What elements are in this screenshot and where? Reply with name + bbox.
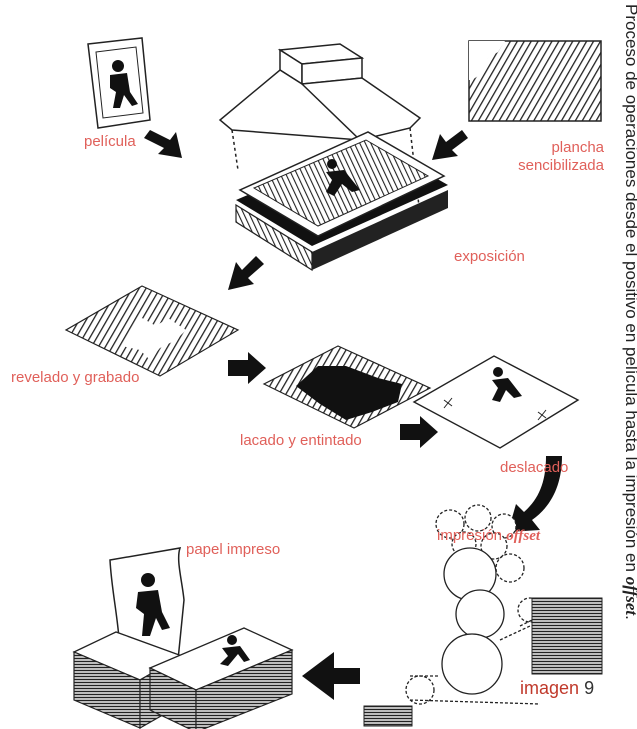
label-plancha-line1: plancha [551, 139, 604, 156]
label-impresion-text: impresión [437, 527, 507, 544]
arrow-pelicula-icon [144, 130, 182, 158]
exposure-hood-icon [218, 43, 422, 216]
label-impresion-offset: offset [506, 528, 541, 544]
paper-feed-stack-icon [531, 597, 603, 675]
label-papel: papel impreso [186, 541, 281, 558]
label-lacado: lacado y entintado [240, 432, 362, 449]
label-deslacado: deslacado [500, 459, 569, 476]
film-sheet-icon [87, 37, 151, 129]
printed-paper-icon [72, 547, 294, 729]
arrow-lacado-icon [400, 416, 438, 448]
arrow-exposicion-icon [228, 256, 264, 290]
figure-number: 9 [584, 678, 595, 698]
arrow-revelado-icon [228, 352, 266, 384]
lacquered-plate-icon [262, 345, 432, 429]
figure-word: imagen [520, 678, 580, 698]
label-plancha-line2: sencibilizada [518, 157, 604, 174]
exposure-frame-icon [235, 131, 448, 272]
figure-number-label: imagen 9 [520, 678, 594, 699]
figure-caption-text: Proceso de operaciones desde el positivo… [622, 4, 637, 572]
label-pelicula: película [84, 133, 136, 150]
figure-caption-end: . [622, 615, 637, 620]
figure-caption-offset: offset [622, 576, 637, 616]
label-revelado: revelado y grabado [11, 369, 140, 386]
label-plancha: plancha sencibilizada [486, 139, 604, 175]
stripped-plate-icon [412, 355, 580, 449]
figure-caption: Proceso de operaciones desde el positivo… [621, 4, 637, 724]
arrow-impresion-icon [302, 652, 360, 700]
arrow-plancha-icon [432, 130, 468, 160]
developed-plate-icon [64, 285, 240, 377]
label-exposicion: exposición [454, 248, 525, 265]
arrow-deslacado-icon [508, 456, 562, 532]
paper-output-stack-icon [363, 705, 413, 727]
label-impresion: impresión offset [437, 527, 540, 545]
sensitized-plate-icon [468, 40, 602, 122]
